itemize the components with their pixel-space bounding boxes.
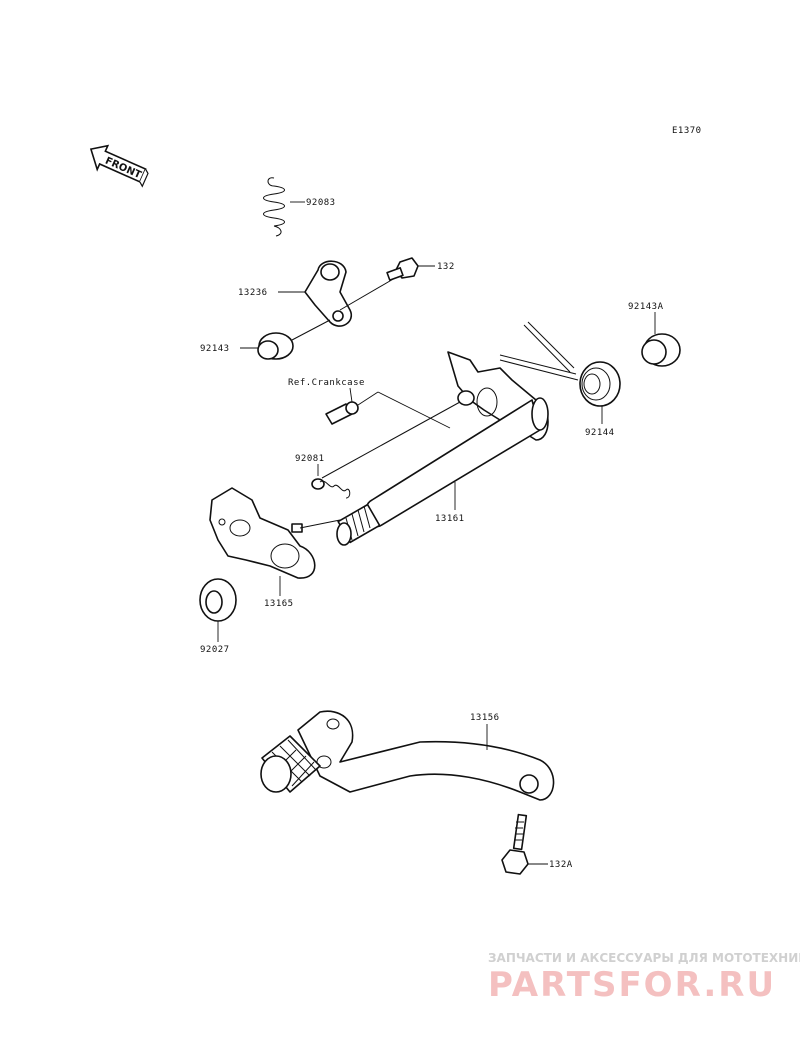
label-92083: 92083 [306,198,336,208]
torsion-spring-92144 [499,321,621,424]
label-92027: 92027 [200,645,230,655]
shift-shaft-13161 [336,351,549,546]
pin-spring-92081 [311,401,461,499]
label-13161: 13161 [435,514,465,524]
collar-92143 [240,319,331,360]
watermark-logo: PARTSFOR.RU [488,965,776,1005]
label-92143: 92143 [200,344,230,354]
ref-crankcase-label: Ref.Crankcase [288,378,365,388]
collar-92143a [641,312,681,367]
spring-92083 [263,177,305,237]
oil-seal-92027 [199,578,237,642]
stopper-13236 [278,260,396,327]
watermark-tagline: ЗАПЧАСТИ И АКСЕССУАРЫ ДЛЯ МОТОТЕХНИКИ [488,951,800,965]
label-132a: 132A [549,860,573,870]
shift-pedal-13156 [260,710,555,801]
label-13156: 13156 [470,713,500,723]
shift-plate-13165 [209,487,341,596]
label-92144: 92144 [585,428,615,438]
label-92081: 92081 [295,454,325,464]
pedal-bolt-132a [501,813,548,875]
label-13236: 13236 [238,288,268,298]
label-132: 132 [437,262,455,272]
label-92143a: 92143A [628,302,664,312]
label-13165: 13165 [264,599,294,609]
ref-pin [325,387,451,429]
diagram-code: E1370 [672,126,702,136]
front-arrow-icon: FRONT [89,144,149,188]
bolt-132 [386,257,435,281]
